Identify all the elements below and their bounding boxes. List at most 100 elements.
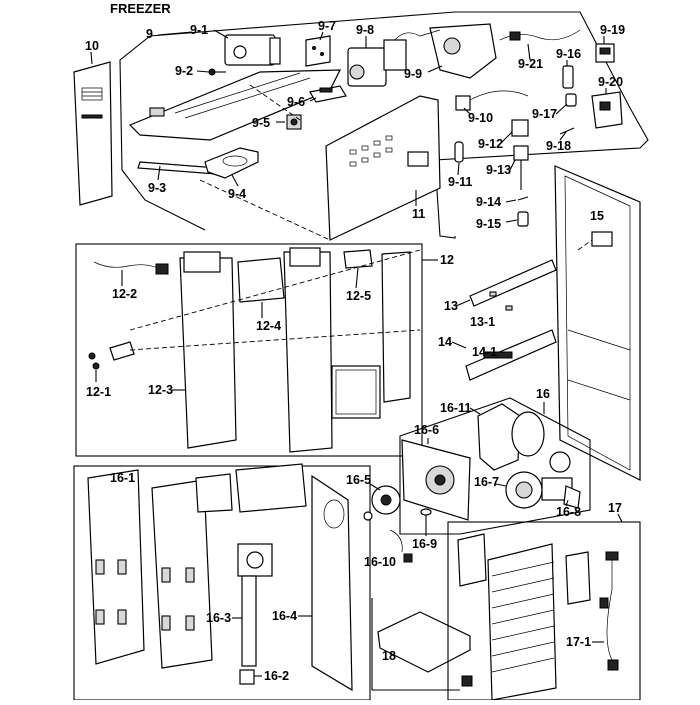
part-9-20-bracket	[591, 91, 623, 129]
label-17-1: 17-1	[566, 635, 591, 649]
label-16-5: 16-5	[346, 473, 371, 487]
label-9-10: 9-10	[468, 111, 493, 125]
label-9-3: 9-3	[148, 181, 166, 195]
label-9: 9	[146, 27, 153, 41]
label-13: 13	[444, 299, 458, 313]
part-9-4-tray	[204, 147, 259, 179]
label-16-6: 16-6	[414, 423, 439, 437]
label-18: 18	[382, 649, 396, 663]
label-12-2: 12-2	[112, 287, 137, 301]
label-17: 17	[608, 501, 622, 515]
section-18-frame	[371, 598, 460, 691]
label-9-16: 9-16	[556, 47, 581, 61]
part-9-21-harness	[499, 29, 581, 41]
part-16-4-panel	[311, 474, 353, 692]
part-9-5-gear	[286, 114, 302, 130]
part-16-3-strip	[241, 575, 257, 667]
label-9-9: 9-9	[404, 67, 422, 81]
label-12: 12	[440, 253, 454, 267]
label-16-7: 16-7	[474, 475, 499, 489]
label-9-1: 9-1	[190, 23, 208, 37]
label-16: 16	[536, 387, 550, 401]
label-9-5: 9-5	[252, 116, 270, 130]
label-11: 11	[412, 207, 425, 221]
part-17-evaporator	[457, 533, 591, 701]
part-15-connector	[591, 231, 613, 247]
part-9-19-connector	[595, 43, 615, 63]
label-9-21: 9-21	[518, 57, 543, 71]
part-16-6-plate	[401, 439, 471, 521]
part-12-front-panel	[283, 247, 333, 453]
section-9-outline-left	[119, 35, 206, 231]
part-11-duct-panel	[325, 95, 441, 241]
label-9-7: 9-7	[318, 19, 336, 33]
part-9-6-bracket	[309, 85, 347, 103]
part-12-4-plate	[237, 257, 285, 303]
label-9-8: 9-8	[356, 23, 374, 37]
part-16-duct-cover	[151, 479, 213, 669]
label-9-13: 9-13	[486, 163, 511, 177]
part-18-drain-pan	[377, 611, 473, 687]
label-10: 10	[85, 39, 99, 53]
part-16-1-duct	[87, 469, 145, 665]
part-9-11-fuse	[454, 141, 464, 163]
section-12-frame	[75, 243, 423, 457]
part-9-13-sensor	[513, 145, 529, 190]
part-9-15-cap	[517, 211, 529, 227]
part-16-8-bracket	[563, 485, 581, 509]
part-9-base-plate	[128, 69, 341, 141]
label-16-3: 16-3	[206, 611, 231, 625]
label-9-11: 9-11	[448, 175, 472, 189]
diagram-title: FREEZER	[110, 1, 171, 16]
label-9-4: 9-4	[228, 187, 246, 201]
part-14-rail	[465, 329, 557, 381]
section-16-frame	[399, 397, 591, 535]
part-16-10-sensor	[389, 529, 413, 563]
label-16-4: 16-4	[272, 609, 297, 623]
label-13-1: 13-1	[470, 315, 495, 329]
label-12-4: 12-4	[256, 319, 281, 333]
part-9-10-valve	[455, 90, 529, 111]
part-9-7-plate	[305, 35, 331, 67]
part-9-14-pin	[517, 196, 529, 201]
label-9-19: 9-19	[600, 23, 625, 37]
label-15: 15	[590, 209, 604, 223]
label-9-17: 9-17	[532, 107, 557, 121]
label-16-1: 16-1	[110, 471, 135, 485]
label-16-10: 16-10	[364, 555, 396, 569]
label-16-11: 16-11	[440, 401, 471, 415]
label-12-5: 12-5	[346, 289, 371, 303]
label-12-3: 12-3	[148, 383, 173, 397]
part-9-16-spring	[562, 65, 574, 89]
part-9-8-motor-assembly	[347, 32, 421, 87]
part-12-1-button	[88, 341, 135, 370]
label-16-8: 16-8	[556, 505, 581, 519]
label-14: 14	[438, 335, 452, 349]
label-14-1: 14-1	[472, 345, 497, 359]
label-9-14: 9-14	[476, 195, 501, 209]
label-12-1: 12-1	[86, 385, 111, 399]
label-9-6: 9-6	[287, 95, 305, 109]
part-16-seal-pieces	[195, 463, 307, 577]
part-9-2-screw	[208, 68, 226, 76]
label-9-2: 9-2	[175, 64, 193, 78]
part-9-18-rod	[559, 127, 575, 135]
part-12-guide	[331, 251, 411, 419]
part-9-9-housing	[419, 23, 497, 79]
part-16-7-fan-motor	[505, 451, 573, 509]
part-12-2-wire	[93, 261, 169, 275]
refrigerator-cabinet	[554, 165, 641, 481]
label-9-18: 9-18	[546, 139, 571, 153]
label-9-12: 9-12	[478, 137, 503, 151]
part-17-1-wire	[599, 551, 619, 671]
part-9-12-switch	[511, 119, 529, 137]
part-16-5-fan-blade	[363, 485, 401, 521]
part-16-11-fan-housing	[477, 403, 545, 471]
label-16-9: 16-9	[412, 537, 437, 551]
label-9-20: 9-20	[598, 75, 623, 89]
label-9-15: 9-15	[476, 217, 501, 231]
label-16-2: 16-2	[264, 669, 289, 683]
part-16-2-seal	[239, 669, 255, 685]
